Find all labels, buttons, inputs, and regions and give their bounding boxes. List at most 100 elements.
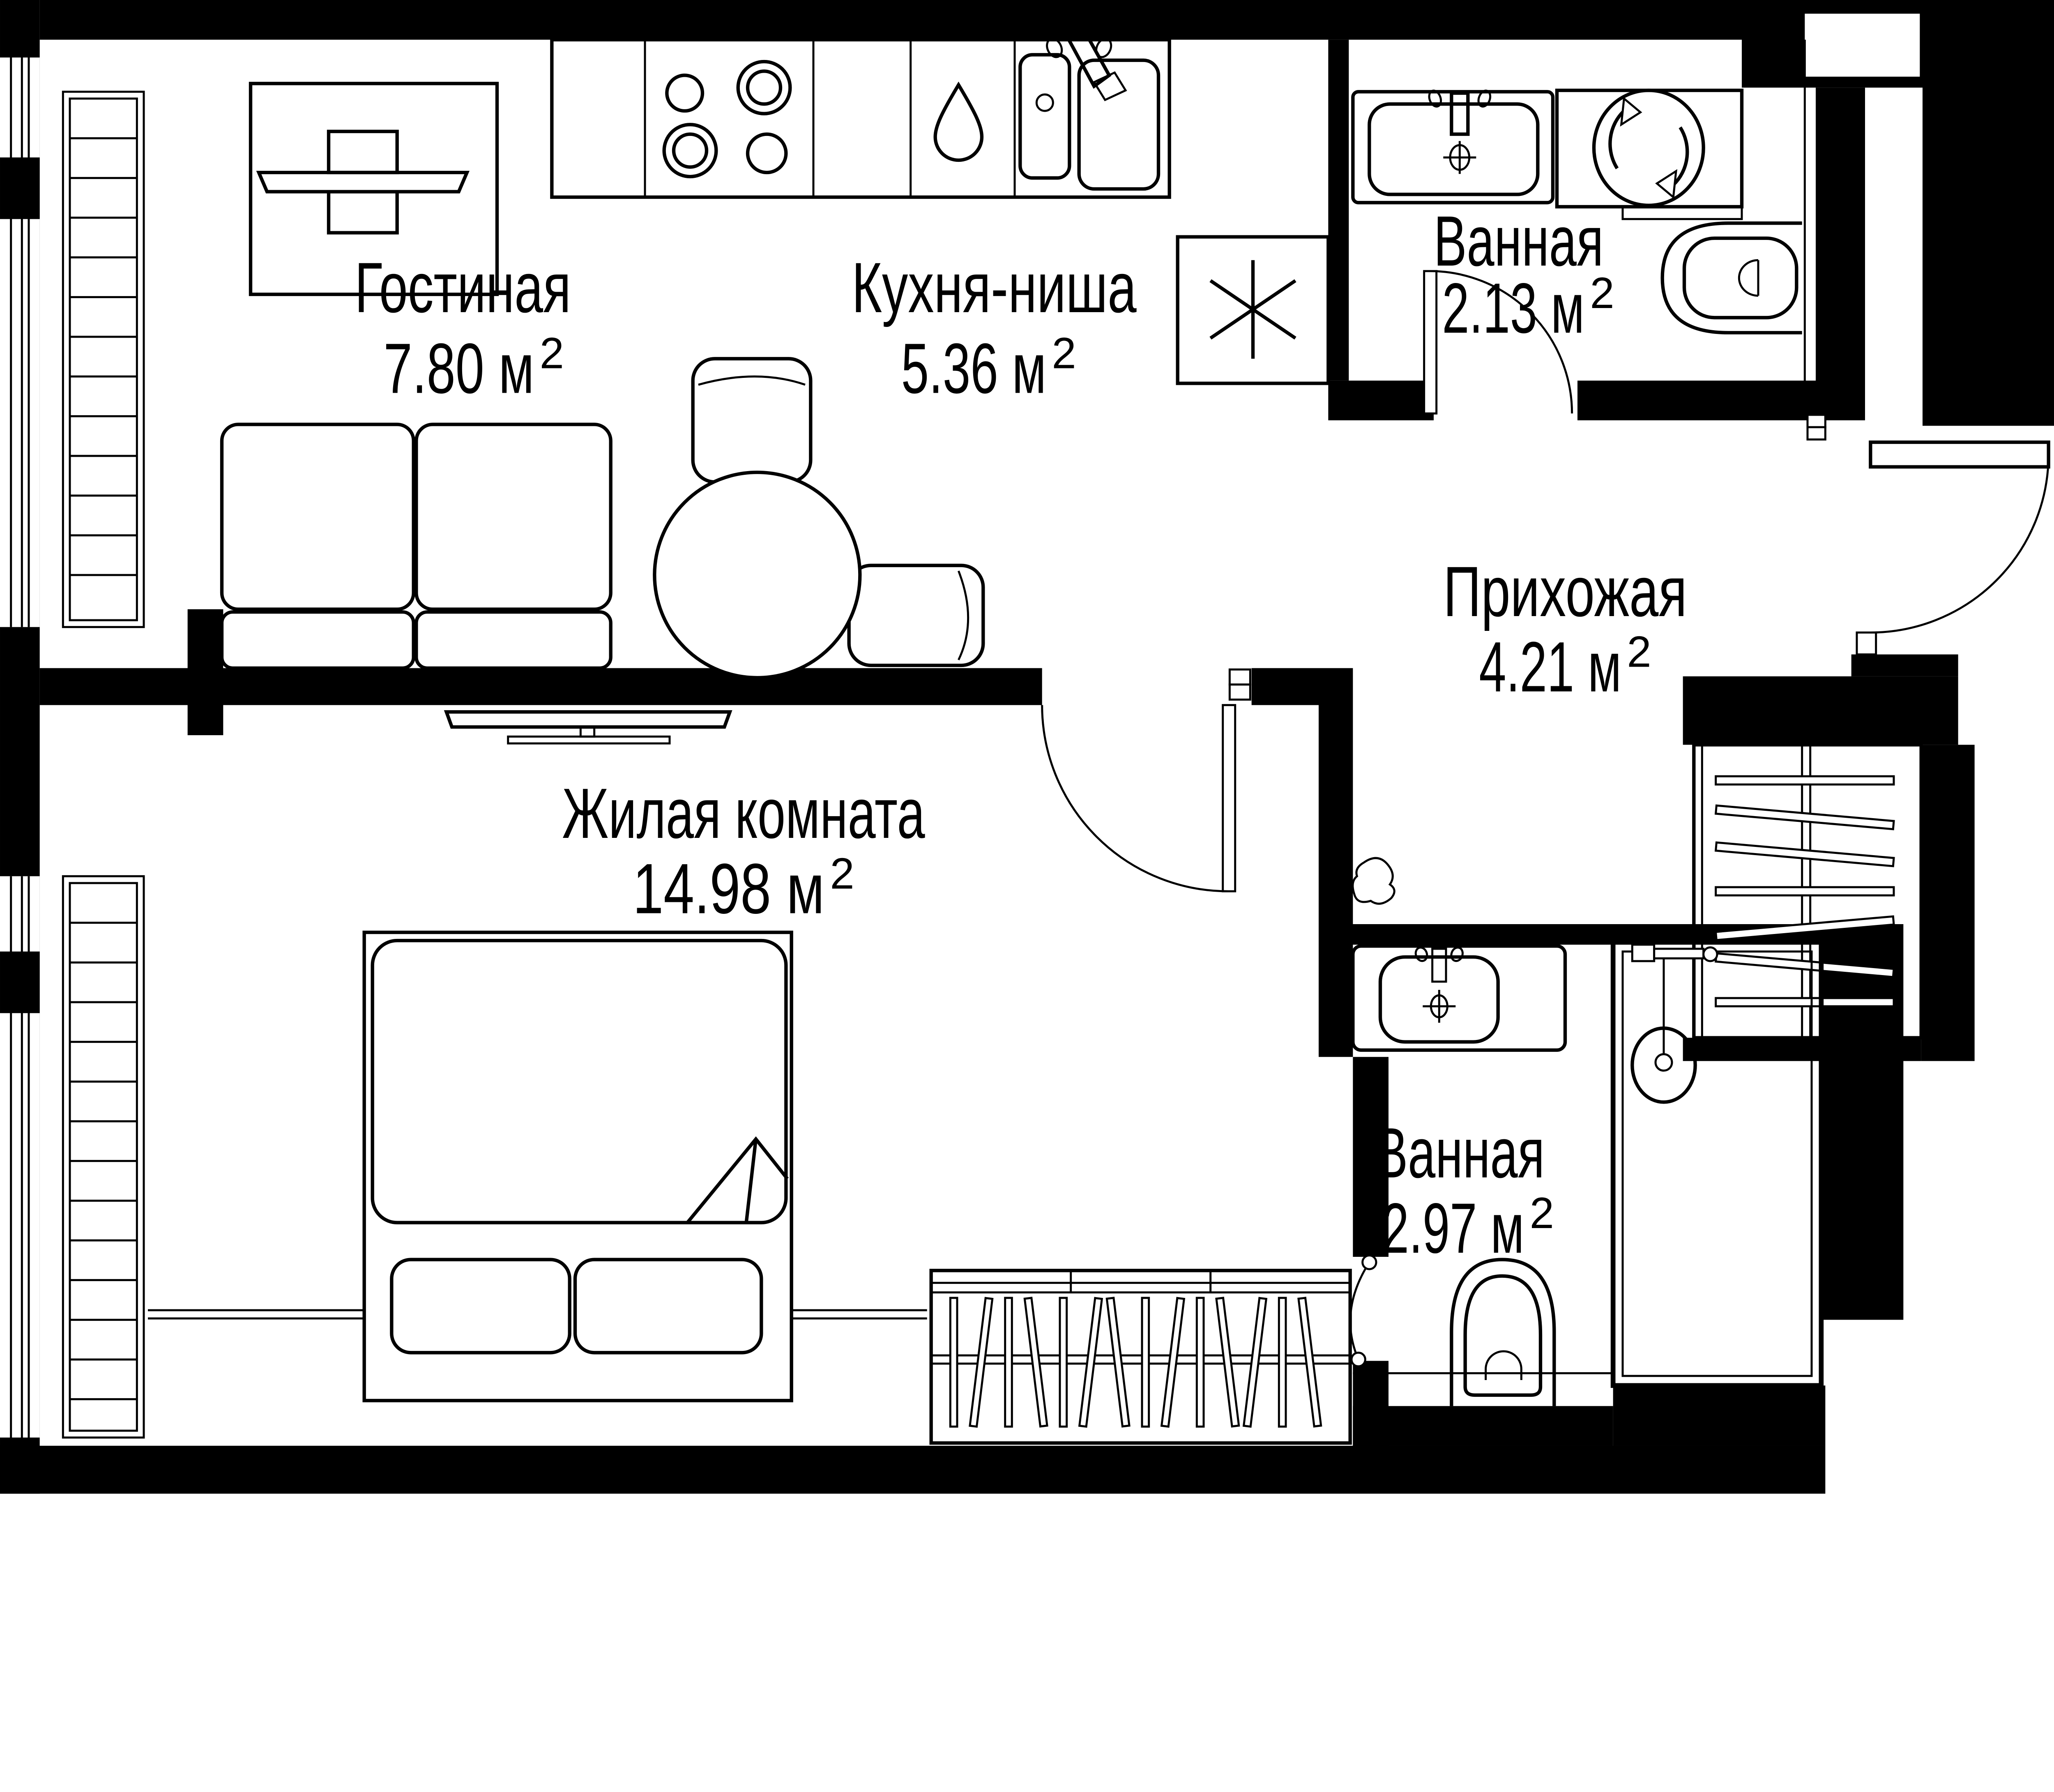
wall-kitchen-bath: [1328, 39, 1349, 381]
door-bath-top: [1423, 270, 1573, 415]
room-label-bath-top: Ванная: [1434, 201, 1603, 281]
pillow-icon: [390, 1258, 571, 1355]
wall-right-of-shower: [1821, 924, 1904, 1320]
wall-bottom: [0, 1445, 1826, 1494]
shower-head: [1630, 1026, 1697, 1104]
wardrobe-hangers-icon: [929, 1269, 1352, 1445]
burner: [662, 123, 718, 179]
wall-under-shower: [1613, 1385, 1826, 1446]
wardrobe-outline: [929, 1269, 1352, 1445]
wall-bath-left-upper: [1353, 1057, 1389, 1257]
faucet-handle: [1477, 90, 1492, 108]
bathroom-bottom: [1349, 939, 1824, 1406]
door-jamb: [1228, 683, 1251, 701]
hanger: [1714, 915, 1895, 941]
radiator-icon: [62, 875, 145, 1439]
sink-basin: [1368, 102, 1540, 196]
toilet-seat: [1682, 236, 1798, 320]
walls: [0, 0, 2054, 1494]
hanger: [1715, 997, 1895, 1008]
closet-outline: [1692, 743, 1923, 1040]
door-swing-icon: [1041, 705, 1229, 893]
tv-icon: [256, 170, 470, 193]
wall-divider-stub: [187, 609, 223, 735]
vent-cross: [1209, 260, 1296, 359]
shower-mixer: [1631, 943, 1656, 962]
burner: [746, 132, 788, 175]
hanger: [1297, 1297, 1322, 1428]
door-jamb: [1228, 668, 1251, 686]
washer-base: [1621, 205, 1743, 220]
sofa-seat-cushion: [414, 610, 613, 670]
door-bath-bottom: [1349, 1254, 1377, 1368]
pillow-icon: [573, 1258, 763, 1355]
window-living: [0, 57, 40, 627]
window-glass-living: [10, 57, 30, 627]
window-mullion-top: [0, 157, 40, 219]
toilet-bowl: [1660, 221, 1802, 335]
tv-mount-top: [327, 129, 399, 175]
toilet-flush: [1738, 259, 1759, 297]
hanger: [1278, 1297, 1287, 1428]
wall-entry-stub: [1851, 654, 1958, 676]
faucet-handle: [1414, 946, 1428, 962]
sink-basin-large: [1077, 58, 1161, 191]
wall-closet-top: [1683, 676, 1958, 745]
wall-bath-bottom-inner: [1353, 1406, 1613, 1446]
sofa-icon: [220, 423, 613, 670]
wall-mid-vertical: [1318, 668, 1353, 1057]
shower-head-center: [1654, 1053, 1673, 1072]
washer-drum: [1592, 88, 1705, 207]
wall-top: [39, 0, 1742, 40]
faucet-spout: [1431, 948, 1447, 983]
bathroom-sink-icon: [1351, 944, 1567, 1052]
room-label-hallway: Прихожая: [1443, 552, 1687, 631]
hanger: [1714, 841, 1895, 867]
tv-cabinet: [249, 82, 499, 296]
burner: [736, 60, 792, 115]
chair-back-line: [698, 375, 806, 386]
washer-body: [1555, 88, 1744, 209]
tv-unit: [249, 82, 499, 296]
bathroom-sink-icon: [1351, 90, 1555, 205]
door-jamb: [1806, 414, 1826, 428]
shower-bar: [1653, 948, 1705, 959]
room-label-living: Гостиная: [355, 248, 571, 327]
door-leaf: [1423, 270, 1438, 415]
hanger: [1160, 1297, 1186, 1428]
wall-divider-right: [1251, 668, 1319, 705]
washer-arrow: [1620, 97, 1642, 127]
sink-drain: [1035, 93, 1054, 112]
sofa-back-cushion: [414, 423, 613, 611]
shower-tray: [1610, 939, 1824, 1388]
niche-top-right: [1805, 14, 1920, 77]
room-label-bath-bottom: Ванная: [1375, 1113, 1545, 1193]
washer-arrow: [1655, 169, 1678, 199]
shower-tray-inner: [1621, 950, 1813, 1377]
wall-bath-top-bottom-left: [1328, 380, 1434, 421]
hanger: [1242, 1297, 1268, 1428]
hanger: [1195, 1297, 1205, 1428]
door-bedroom: [1041, 668, 1251, 893]
entry-door: [1806, 414, 2050, 656]
window-glass-bedroom: [10, 876, 30, 1438]
blanket-fold: [686, 1136, 789, 1224]
washing-machine-icon: [1555, 88, 1744, 220]
radiator-icon: [62, 90, 145, 628]
door-swing-icon: [1429, 270, 1573, 414]
toilet-seat: [1463, 1274, 1543, 1397]
water-drop-icon: [933, 81, 984, 162]
stove-icon: [662, 60, 792, 179]
sofa-seat-cushion: [220, 610, 415, 670]
windows-radiators: [10, 57, 145, 1439]
tv-icon: [444, 710, 732, 729]
hanger: [1715, 886, 1895, 897]
burner: [665, 74, 705, 113]
faucet-spout: [1450, 91, 1470, 136]
vent-box: [1176, 235, 1330, 385]
